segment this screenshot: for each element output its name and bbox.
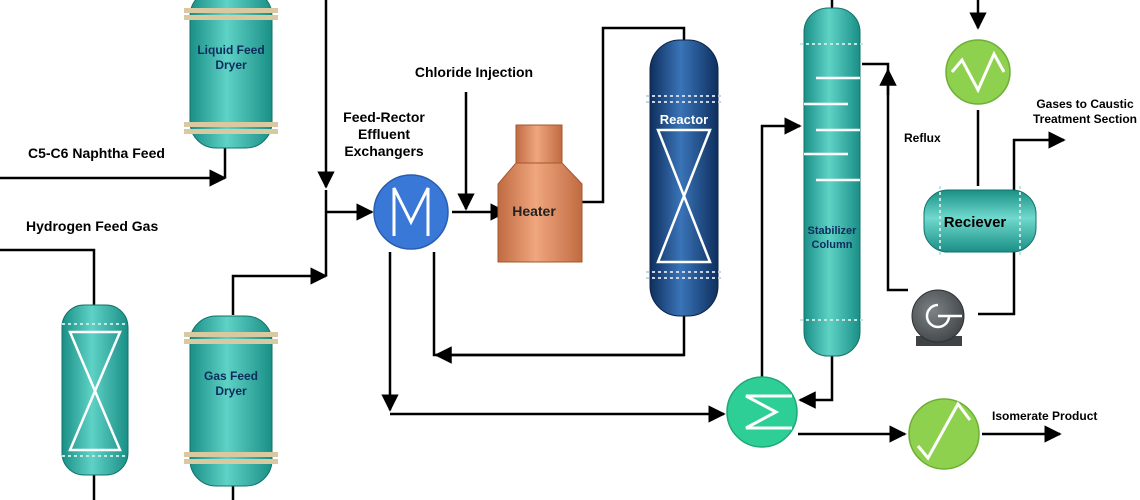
liquid-feed-dryer: Liquid Feed Dryer [184, 0, 278, 149]
gases-outlet-line [1012, 131, 1066, 192]
stabilizer-column: Stabilizer Column [800, 7, 864, 357]
gas-feed-dryer-label-1: Gas Feed [204, 369, 258, 383]
hydrogen-feed-label: Hydrogen Feed Gas [26, 218, 158, 234]
reflux-line [862, 62, 908, 292]
gases-label-1: Gases to Caustic [1036, 97, 1134, 111]
stabilizer-feed-line [760, 117, 802, 390]
chloride-injection-label: Chloride Injection [415, 64, 533, 80]
naphtha-feed-label: C5-C6 Naphtha Feed [28, 145, 165, 161]
feed-bottoms-exchanger [726, 376, 798, 448]
reactor-label: Reactor [660, 112, 708, 127]
heater: Heater [497, 124, 583, 263]
gases-label-2: Treatment Section [1033, 112, 1137, 126]
stabilizer-label-2: Column [812, 239, 853, 251]
hydrogen-feed-line [0, 248, 96, 305]
stabilizer-bottoms-line [798, 355, 834, 409]
liquid-feed-dryer-label-1: Liquid Feed [197, 43, 264, 57]
gas-feed-dryer-label-2: Dryer [215, 384, 247, 398]
receiver-drum: Reciever [923, 186, 1037, 256]
exchangers-label-3: Exchangers [344, 143, 424, 159]
hydrogen-guard-vessel [61, 304, 129, 476]
isomerate-label: Isomerate Product [992, 409, 1097, 423]
exchangers-label-2: Effluent [358, 126, 410, 142]
reactor: Reactor [646, 39, 722, 317]
exchangers-label-1: Feed-Rector [343, 109, 425, 125]
stabilizer-label-1: Stabilizer [808, 225, 858, 237]
feed-effluent-exchanger [373, 174, 449, 250]
gas-dryer-outlet-line [231, 267, 328, 315]
overhead-condenser [945, 39, 1011, 105]
reactor-effluent-line [432, 252, 686, 357]
heater-label: Heater [512, 203, 556, 219]
gas-feed-dryer: Gas Feed Dryer [184, 315, 278, 487]
reflux-label: Reflux [904, 131, 941, 145]
receiver-to-pump-line [978, 246, 1016, 316]
receiver-label: Reciever [944, 214, 1007, 231]
liquid-feed-dryer-label-2: Dryer [215, 58, 247, 72]
product-cooler [908, 398, 980, 470]
reflux-pump [911, 289, 965, 346]
labels: C5-C6 Naphtha Feed Hydrogen Feed Gas Fee… [26, 64, 1137, 423]
heater-to-reactor-line [582, 26, 686, 204]
piping [0, 0, 1066, 500]
